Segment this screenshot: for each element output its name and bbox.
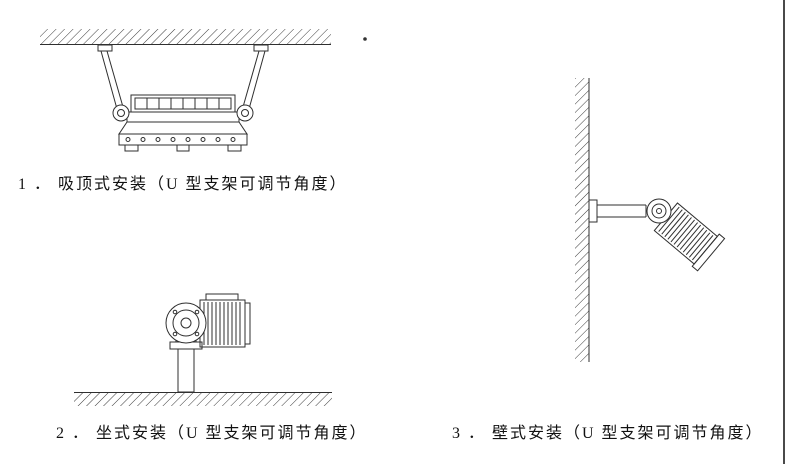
floodlight-side-view (199, 293, 251, 348)
ground-hatch (74, 392, 332, 406)
feet (124, 144, 242, 152)
heatsink-grid (146, 98, 220, 109)
lens-bezel-tilted (691, 233, 726, 272)
lens-bezel (244, 302, 251, 345)
pivot-knob (165, 302, 207, 344)
wall-hatch (575, 78, 589, 362)
tilted-fins (658, 206, 714, 261)
body-flare (118, 121, 248, 135)
wall-bracket (588, 199, 647, 223)
figure-wall-mount (575, 78, 726, 362)
caption-ceiling-mount: 1 ． 吸顶式安装（U 型支架可调节角度） (18, 176, 348, 193)
floodlight-front-view (118, 94, 248, 152)
dot-mark (363, 37, 367, 41)
rim-screws (125, 137, 236, 142)
pivot-knob-wall (646, 198, 672, 224)
ceiling-hatch (40, 29, 331, 44)
caption-wall-mount: 3 ． 壁式安装（U 型支架可调节角度） (452, 425, 764, 442)
u-bracket-arms (100, 50, 266, 110)
mid-band (126, 111, 240, 123)
figure-ceiling-mount (40, 29, 331, 152)
side-fins (203, 302, 241, 345)
bottom-rim (118, 133, 248, 146)
figure-seat-mount (74, 293, 332, 406)
ceiling-mount-tabs (97, 44, 269, 52)
caption-seat-mount: 2 ． 坐式安装（U 型支架可调节角度） (56, 425, 368, 442)
floodlight-tilted (653, 202, 726, 272)
pivot-knobs (112, 104, 254, 122)
